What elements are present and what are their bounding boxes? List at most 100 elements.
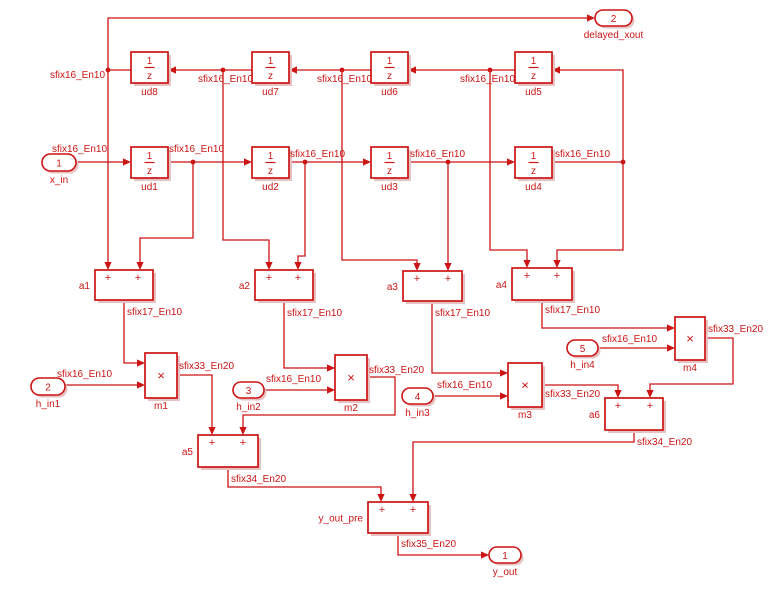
port-number: 4 xyxy=(415,392,421,403)
sum-block-a4[interactable]: ++a4 xyxy=(496,267,575,303)
inport-x_in[interactable]: 1x_in xyxy=(41,153,79,186)
wire-ud2-to-a2[interactable] xyxy=(294,162,306,270)
signal-type-label: sfix16_En10 xyxy=(57,369,112,380)
sum-block-a3[interactable]: ++a3 xyxy=(387,270,465,304)
wire-arrowhead xyxy=(208,427,216,435)
port-number: 5 xyxy=(580,344,586,355)
block-body xyxy=(197,434,259,468)
wire-a5-to-y_out_pre[interactable] xyxy=(227,467,385,502)
wire-h_in2-to-m2[interactable] xyxy=(263,386,335,394)
sum-block-a6[interactable]: ++a6 xyxy=(589,397,666,433)
wire-arrowhead xyxy=(123,158,131,166)
signal-type-label: sfix33_En20 xyxy=(545,389,600,400)
product-block-m2[interactable]: ×m2 xyxy=(334,354,370,414)
port-number: 3 xyxy=(246,386,252,397)
block-label: m4 xyxy=(683,363,697,374)
signal-type-label: sfix16_En10 xyxy=(169,144,224,155)
wire-line xyxy=(412,430,635,494)
wire-a3-to-m3[interactable] xyxy=(431,301,508,377)
wire-junction xyxy=(220,67,226,73)
block-body xyxy=(402,270,463,302)
plus-sign-icon: + xyxy=(295,272,301,284)
wire-ud1-to-ud2[interactable] xyxy=(168,158,252,166)
wire-junction xyxy=(445,159,451,165)
wire-a1-to-m1[interactable] xyxy=(123,300,145,367)
wire-junction xyxy=(190,159,196,165)
wire-line xyxy=(649,337,734,390)
wire-arrowhead xyxy=(587,14,595,22)
product-block-m4[interactable]: ×m4 xyxy=(674,316,708,374)
wire-ud8-to-delayed_xout[interactable] xyxy=(107,14,595,70)
product-block-m3[interactable]: ×m3 xyxy=(507,362,545,421)
wire-a6-to-y_out_pre[interactable] xyxy=(409,430,635,502)
wire-m1-to-a5[interactable] xyxy=(177,374,216,435)
wire-h_in4-to-m4[interactable] xyxy=(598,344,675,352)
block-label: ud3 xyxy=(381,182,398,193)
block-label: ud4 xyxy=(525,182,542,193)
wire-ud2-to-ud3[interactable] xyxy=(289,158,371,166)
signal-type-label: sfix16_En10 xyxy=(317,74,372,85)
outport-y_out[interactable]: 1y_out xyxy=(488,546,524,578)
wire-m2-to-a5[interactable] xyxy=(239,376,396,435)
wire-x_in-to-ud1[interactable] xyxy=(76,158,131,166)
wire-arrowhead xyxy=(377,494,385,502)
wire-ud5-to-a4[interactable] xyxy=(489,70,531,268)
inport-h_in4[interactable]: 5h_in4 xyxy=(566,339,601,371)
port-label: x_in xyxy=(50,175,68,186)
wire-ud6-to-ud7[interactable] xyxy=(289,66,371,74)
inport-h_in2[interactable]: 3h_in2 xyxy=(232,381,267,413)
wire-ud7-to-ud8[interactable] xyxy=(168,66,252,74)
wire-m3-to-a6[interactable] xyxy=(542,384,622,398)
wire-a2-to-m2[interactable] xyxy=(283,300,335,372)
block-body xyxy=(507,362,543,408)
wire-h_in3-to-m3[interactable] xyxy=(433,392,508,400)
block-label: a6 xyxy=(589,410,601,421)
wire-junction xyxy=(487,67,493,73)
block-body xyxy=(604,397,664,431)
block-label: y_out_pre xyxy=(319,514,364,525)
wire-arrowhead xyxy=(327,364,335,372)
wire-ud7-to-a2[interactable] xyxy=(222,70,273,270)
block-body xyxy=(514,146,553,179)
block-label: m1 xyxy=(154,401,168,412)
product-block-m1[interactable]: ×m1 xyxy=(144,352,180,412)
port-body xyxy=(232,381,265,399)
wire-arrowhead xyxy=(289,66,297,74)
wire-line xyxy=(177,374,213,427)
port-number: 1 xyxy=(502,551,508,562)
inport-h_in3[interactable]: 4h_in3 xyxy=(401,387,436,419)
delay-denominator: z xyxy=(531,71,536,82)
wire-ud5-to-ud6[interactable] xyxy=(408,66,515,74)
plus-sign-icon: + xyxy=(135,272,141,284)
wire-h_in1-to-m1[interactable] xyxy=(65,381,145,389)
sum-block-a1[interactable]: ++a1 xyxy=(79,269,156,303)
wire-a4-to-m4[interactable] xyxy=(541,300,675,332)
signal-type-label: sfix35_En20 xyxy=(401,539,456,550)
inport-h_in1[interactable]: 2h_in1 xyxy=(30,377,68,410)
delay-numerator: 1 xyxy=(268,56,274,67)
wire-ud1-to-a1[interactable] xyxy=(136,162,194,270)
delay-numerator: 1 xyxy=(387,151,393,162)
signal-type-label: sfix16_En10 xyxy=(50,70,105,81)
sum-block-a2[interactable]: ++a2 xyxy=(239,269,316,303)
wire-ud4-to-ud5[interactable] xyxy=(552,66,624,162)
wire-arrowhead xyxy=(500,369,508,377)
wire-ud4-to-a4[interactable] xyxy=(553,162,624,268)
wire-ud6-to-a3[interactable] xyxy=(341,70,421,271)
sum-block-a5[interactable]: ++a5 xyxy=(182,434,261,470)
sum-block-y_out_pre[interactable]: ++y_out_pre xyxy=(319,501,431,536)
signal-type-label: sfix17_En10 xyxy=(127,307,182,318)
wire-ud8-to-a1[interactable] xyxy=(104,70,112,270)
wire-y_out_pre-to-y_out[interactable] xyxy=(397,533,489,559)
wire-m4-to-a6[interactable] xyxy=(646,337,734,398)
wire-ud3-to-a3[interactable] xyxy=(444,162,452,271)
